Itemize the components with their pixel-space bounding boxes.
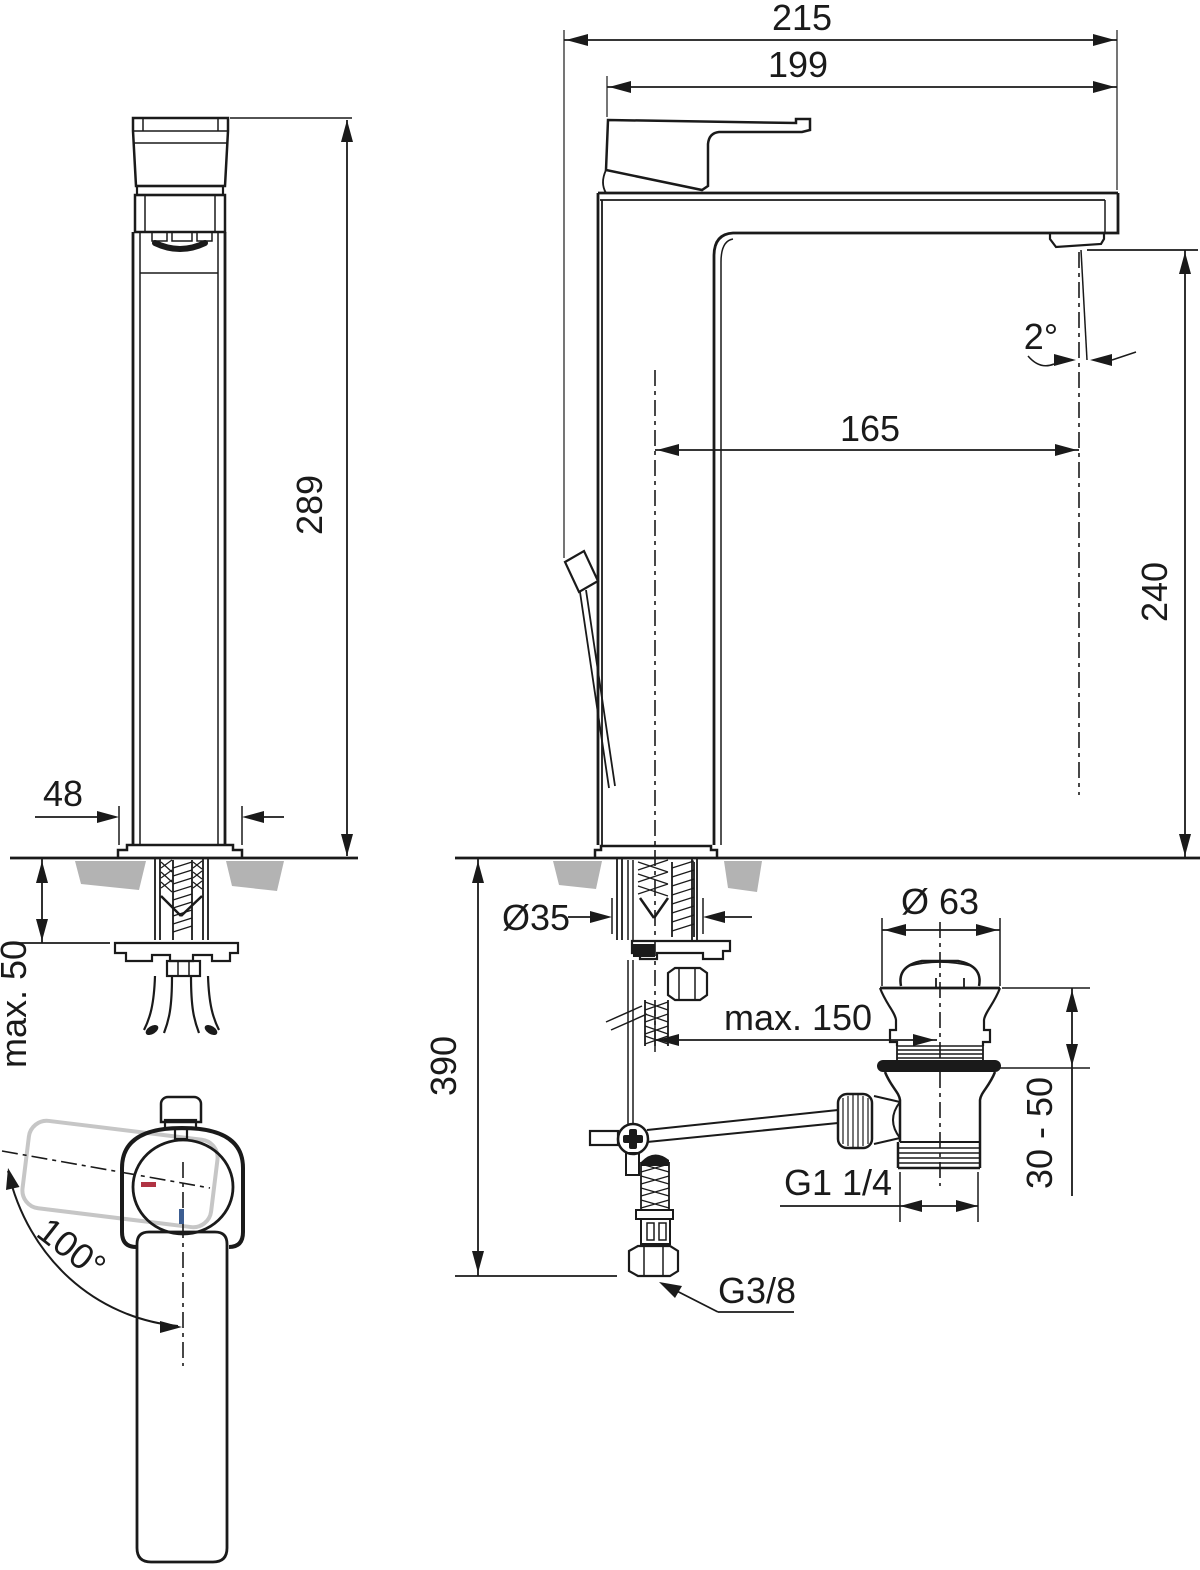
dim-rod-reach-150: max. 150 [654,997,937,1052]
side-view: 215 199 2° 165 240 [563,0,1198,1046]
supply-hex-connector [627,1244,680,1278]
popup-plug-cap [899,959,981,987]
mounting-nut-front [165,959,202,978]
dim-reach-199: 199 [606,44,1117,117]
counter-section-side [455,856,1200,892]
dim-angle-2: 2° [1024,316,1137,367]
rod-knurled-nut [836,1092,874,1150]
dim-label-289: 289 [289,475,330,535]
dim-reach-165: 165 [655,408,1079,456]
dim-basin-30-50: 30 - 50 [1000,987,1090,1196]
supply-hose [627,1154,680,1278]
faucet-front-body [116,116,244,858]
front-view: 289 48 max. 50 [0,116,358,1068]
dim-label-100: 100° [30,1209,114,1287]
dim-max-deck-50: max. 50 [0,859,110,1068]
aerator [1048,233,1106,249]
dim-label-o35: Ø35 [502,897,570,938]
dim-height-240: 240 [1087,249,1198,858]
supply-pipes-front [143,975,220,1034]
dim-depth-215: 215 [563,0,1118,558]
under-counter-side [605,858,732,1124]
dim-label-240: 240 [1134,562,1175,622]
counter-cut-right2 [724,861,762,892]
horizontal-rod [646,1109,839,1143]
cold-indicator [179,1209,184,1224]
mounting-washer-front [113,941,240,963]
dim-hole-35: Ø35 [502,897,752,938]
dim-label-215: 215 [772,0,832,38]
dim-label-199: 199 [768,44,828,85]
top-view: 100° [1,1095,245,1564]
dim-flange-63: Ø 63 [881,881,1001,986]
popup-rod-side [579,589,616,789]
faucet-body-top-view [135,1230,229,1564]
rod-clamp [633,944,655,957]
dim-label-165: 165 [840,408,900,449]
under-counter-front [113,858,240,1036]
hot-indicator [141,1182,156,1187]
handle-top-outline [120,1125,245,1249]
dim-label-g114: G1 1/4 [784,1162,892,1203]
dim-label-max-150: max. 150 [724,997,872,1038]
waste-seal-flange [877,1060,1001,1072]
dim-label-g38: G3/8 [718,1270,796,1311]
popup-rod-vertical [627,960,634,1124]
dim-label-48: 48 [43,773,83,814]
dim-label-30-50: 30 - 50 [1019,1077,1060,1189]
dim-base-width-48: 48 [35,773,284,845]
hose-nut [666,966,709,1002]
counter-cut-left [75,861,146,890]
dim-label-390: 390 [423,1036,464,1096]
break-marks [605,1005,648,1031]
faucet-side-body [563,117,1120,858]
counter-cut-left2 [553,861,602,889]
dim-below-deck-390: 390 [423,858,617,1277]
dim-height-289: 289 [230,117,353,856]
handle-knob-top [159,1095,203,1124]
dim-label-max-50: max. 50 [0,940,34,1068]
counter-section-front [10,856,358,891]
dim-label-o63: Ø 63 [901,881,979,922]
spout-outlet-front [152,240,208,252]
handle-rotated-ghost [20,1118,220,1230]
waste-assembly [836,922,1002,1186]
centerline-rotated [1,1150,211,1189]
dim-supply-thread-g38: G3/8 [659,1270,796,1313]
popup-linkage [588,1109,839,1176]
popup-rod-knob [563,549,600,594]
dim-label-2deg: 2° [1024,316,1058,357]
handle-lever-side [604,117,812,192]
installation-view: 390 Ø35 max. 150 Ø 63 30 [423,856,1200,1313]
dim-waste-thread-g114: G1 1/4 [780,1162,979,1222]
counter-cut-right [226,861,284,891]
dim-swivel-100: 100° [6,1168,182,1333]
handle-dome [131,1138,235,1236]
